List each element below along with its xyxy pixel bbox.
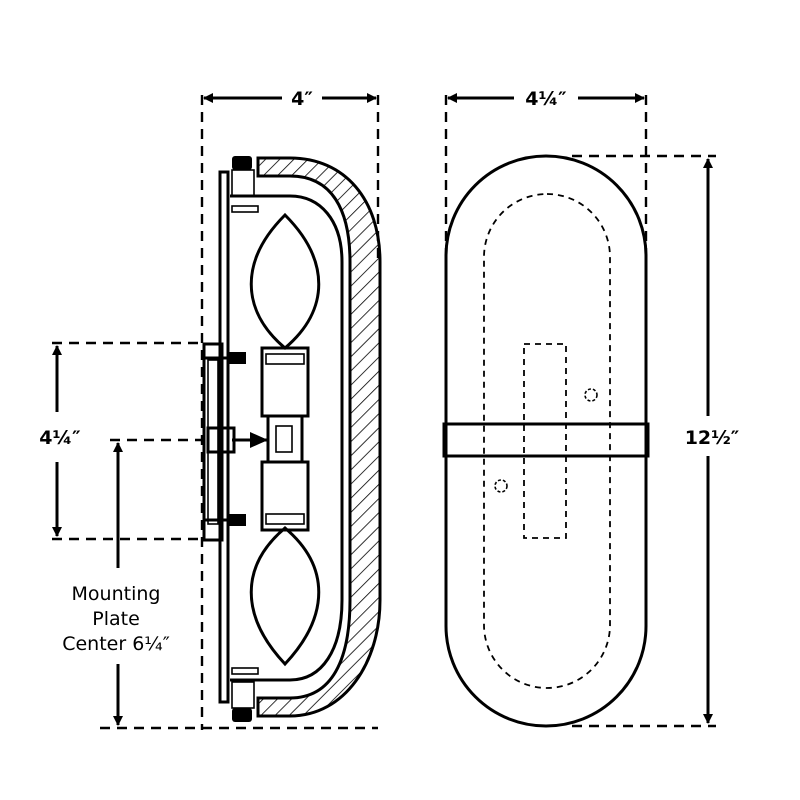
upper-socket [260,346,310,418]
center-band [442,422,650,458]
backplate-dashed [523,343,567,539]
front-width-label: 4¼″ [525,88,567,110]
plate-height-label: 4¼″ [39,427,81,449]
shade-inner-dashed [483,193,611,689]
mounting-plate [202,342,224,542]
lower-bulb [249,526,321,667]
top-bracket [231,169,255,197]
mounting-plate-nut [206,426,236,454]
center-coupling [266,414,304,464]
upper-bulb [249,212,321,350]
center-label-line1: Mounting [72,583,161,605]
lower-socket [260,460,310,532]
bottom-clip [231,667,259,675]
upper-screw [228,352,246,364]
upper-screw-hole [584,388,598,402]
shade-inner-outline [230,194,344,682]
lower-screw [228,514,246,526]
upper-socket-ring [265,353,305,365]
front-view: 4¼″ 12½″ [442,88,740,728]
shade-section [256,156,382,718]
lower-socket-ring [265,513,305,525]
lower-screw-hole [494,479,508,493]
side-width-label: 4″ [291,88,313,110]
center-coupling-inner [275,425,293,453]
center-label-line3: Center 6¼″ [62,633,170,655]
front-height-label: 12½″ [685,427,740,449]
wall-plate [218,170,230,704]
shade-outline [444,154,648,728]
center-label-line2: Plate [92,608,140,630]
bottom-finial [232,708,252,722]
side-view: 4″ [39,88,382,730]
bottom-bracket [231,681,255,709]
mount-arm-arrow [250,432,268,448]
top-clip [231,205,259,213]
top-finial [232,156,252,170]
